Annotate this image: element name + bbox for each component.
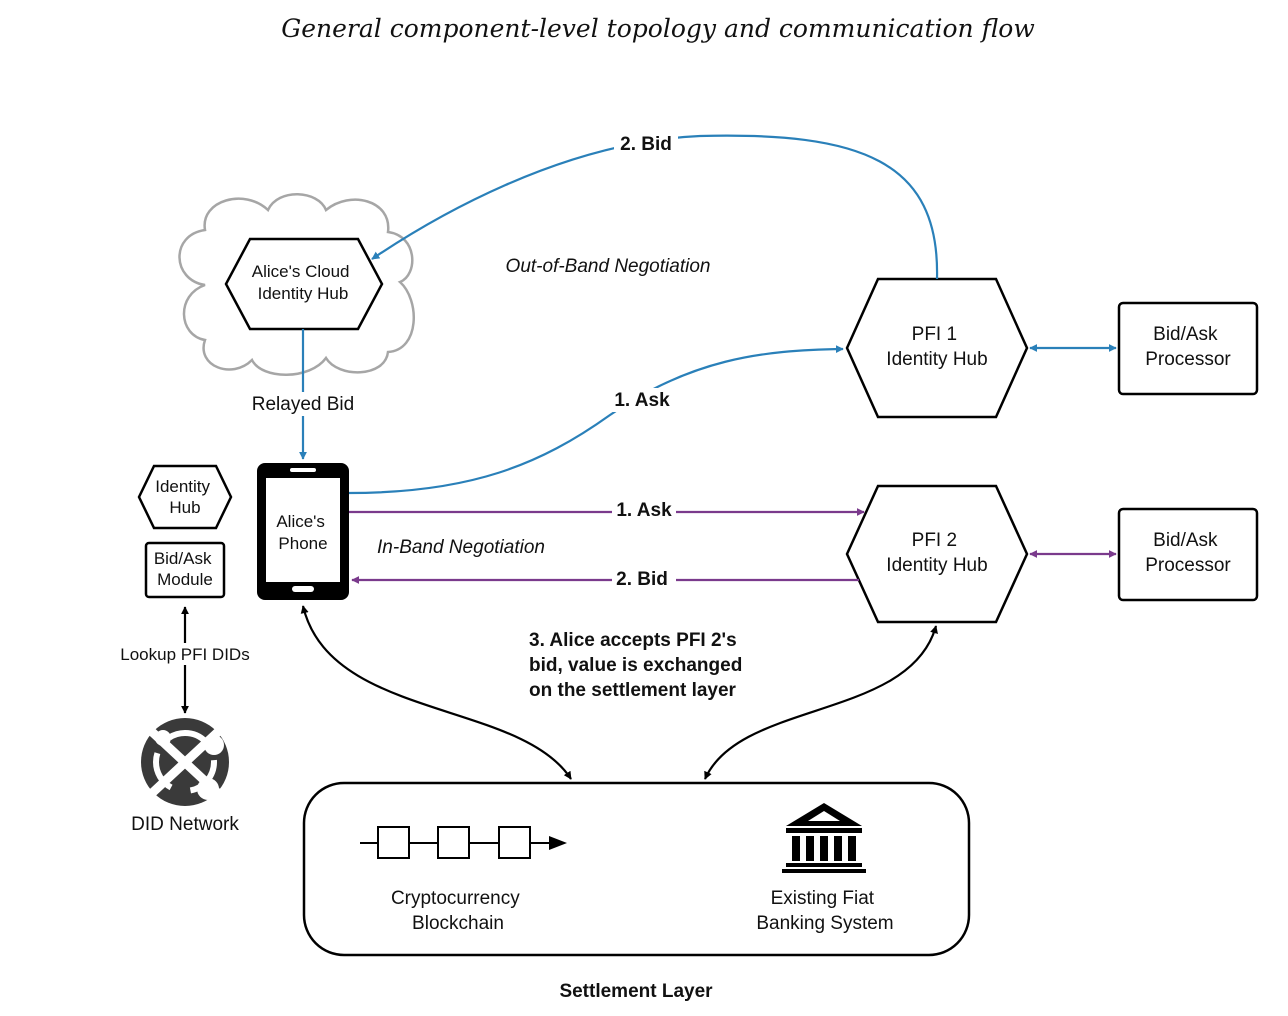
ask-in-band-label: 1. Ask <box>616 500 672 521</box>
lookup-label: Lookup PFI DIDs <box>120 645 249 664</box>
in-band-region-label: In-Band Negotiation <box>377 537 545 558</box>
bid-out-of-band-label-bg <box>614 132 678 156</box>
pfi1-hub-label: PFI 1 Identity Hub <box>886 324 987 370</box>
phone-label: Alice's Phone <box>276 512 329 553</box>
diagram-title: General component-level topology and com… <box>281 14 1034 43</box>
relayed-bid-label-bg <box>244 392 362 416</box>
ask-out-of-band-label: 1. Ask <box>614 390 670 411</box>
alices-phone: Alice's Phone <box>257 463 349 600</box>
pfi2-settlement-edge <box>703 625 938 780</box>
cloud-hub-label: Alice's Cloud Identity Hub <box>252 262 354 303</box>
relayed-bid-label: Relayed Bid <box>252 394 354 415</box>
pfi2-hub-label: PFI 2 Identity Hub <box>886 530 987 576</box>
out-of-band-region-label: Out-of-Band Negotiation <box>506 256 711 277</box>
did-network-label: DID Network <box>131 814 239 835</box>
processor1-label: Bid/Ask Processor <box>1145 324 1231 370</box>
phone-settlement-edge <box>300 605 572 780</box>
bidask-processor-2: Bid/Ask Processor <box>1117 507 1259 602</box>
pfi2-identity-hub: PFI 2 Identity Hub <box>845 484 1029 624</box>
local-identity-hub: Identity Hub <box>137 464 233 530</box>
settlement-layer-label: Settlement Layer <box>559 981 713 1002</box>
bank-icon <box>782 803 866 873</box>
bid-in-band-label-bg <box>612 567 676 591</box>
accept-annotation: 3. Alice accepts PFI 2's bid, value is e… <box>529 630 748 701</box>
bid-in-band-label: 2. Bid <box>616 569 668 590</box>
bid-out-of-band-label: 2. Bid <box>620 134 672 155</box>
processor2-label: Bid/Ask Processor <box>1145 530 1231 576</box>
ask-out-of-band-label-bg <box>606 388 678 412</box>
bid-out-of-band-edge <box>371 134 939 280</box>
bidask-processor-1: Bid/Ask Processor <box>1117 301 1259 396</box>
cloud-identity-hub: Alice's Cloud Identity Hub <box>224 237 384 331</box>
pfi1-identity-hub: PFI 1 Identity Hub <box>845 277 1029 419</box>
ask-out-of-band-edge <box>348 345 844 495</box>
local-hub-label: Identity Hub <box>155 477 215 517</box>
did-network-icon <box>141 718 229 806</box>
blockchain-icon <box>360 826 567 859</box>
fiat-label: Existing Fiat Banking System <box>756 888 893 934</box>
crypto-label: Cryptocurrency Blockchain <box>391 888 525 934</box>
ask-in-band-label-bg <box>612 499 676 523</box>
bidask-module: Bid/Ask Module <box>144 541 226 599</box>
lookup-label-bg <box>112 643 258 665</box>
module-label: Bid/Ask Module <box>154 549 216 589</box>
